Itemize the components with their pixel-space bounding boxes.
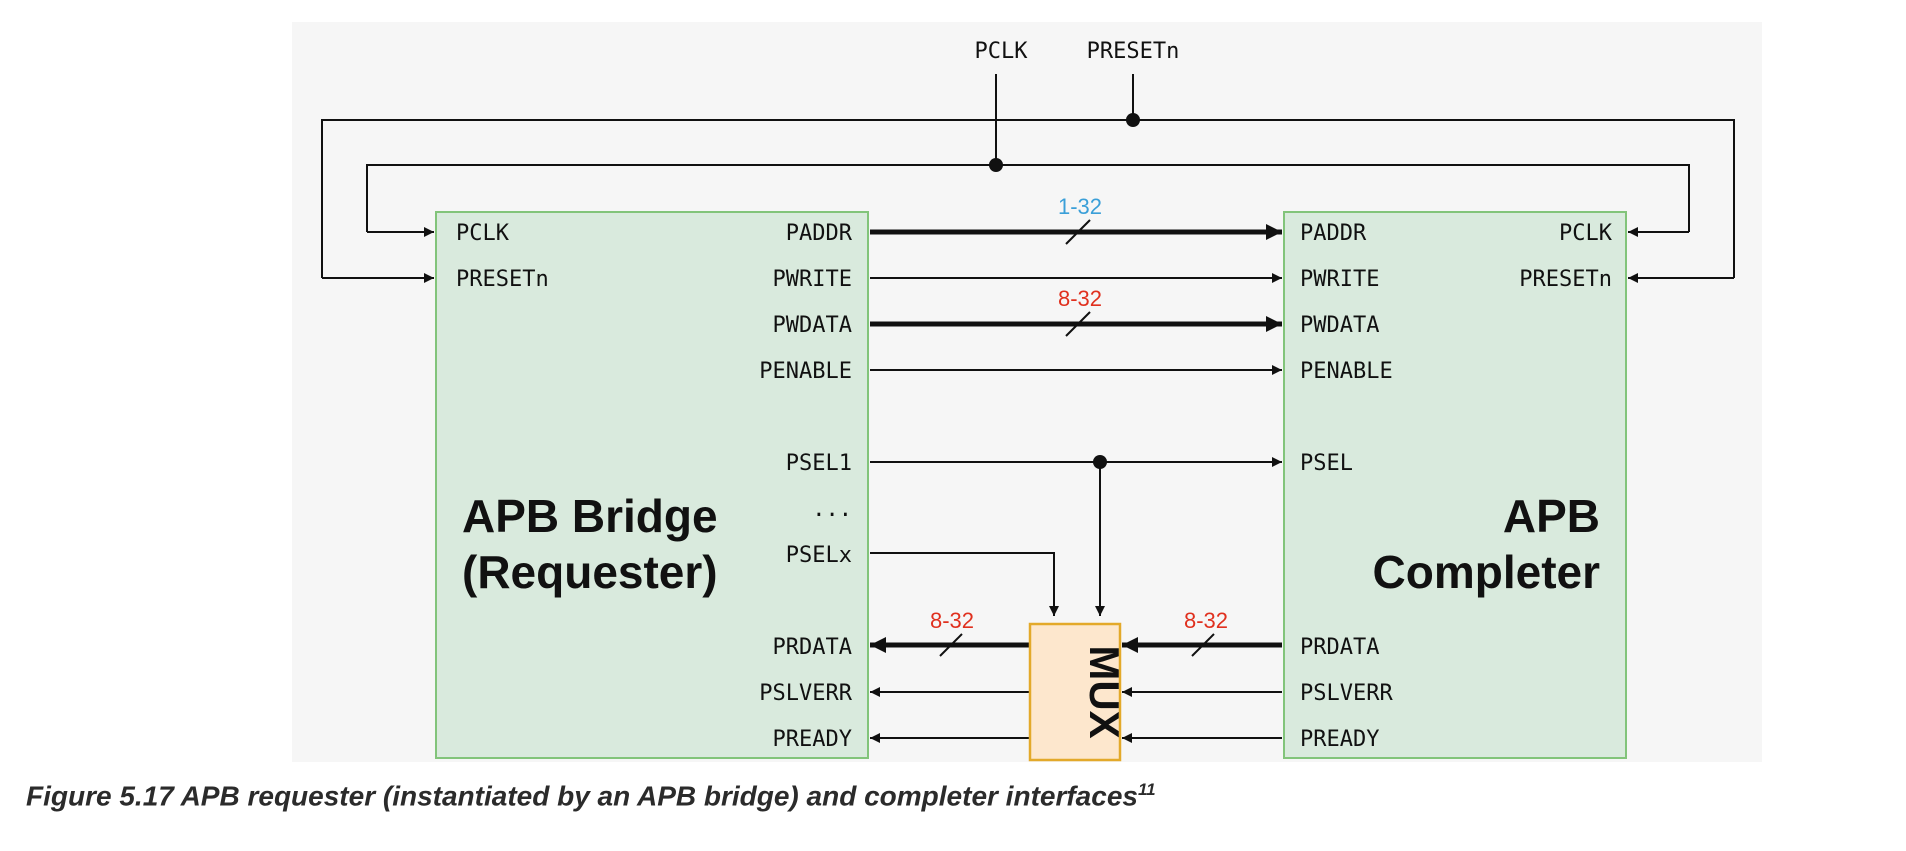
prdata-requester-width-label: 8-32 — [930, 608, 974, 633]
requester-pclk-label: PCLK — [456, 221, 510, 246]
completer-prdata-label: PRDATA — [1300, 635, 1379, 660]
return-signal-wires — [870, 637, 1282, 743]
completer-block-border — [1283, 211, 1627, 759]
completer-block — [1284, 212, 1626, 758]
requester-pselx-label: PSELx — [786, 543, 852, 568]
paddr-width-label: 1-32 — [1058, 194, 1102, 219]
requester-paddr-label: PADDR — [786, 221, 853, 246]
completer-psel-label: PSEL — [1300, 451, 1353, 476]
completer-paddr-label: PADDR — [1300, 221, 1367, 246]
requester-block — [436, 212, 868, 758]
requester-block-border — [435, 211, 869, 759]
mux-block — [1030, 624, 1120, 760]
figure-caption: Figure 5.17 APB requester (instantiated … — [26, 780, 1156, 812]
pclk-junction-dot — [989, 158, 1003, 172]
requester-prdata-label: PRDATA — [773, 635, 852, 660]
psel-junction-dot — [1093, 455, 1107, 469]
requester-pwdata-label: PWDATA — [773, 313, 852, 338]
requester-penable-label: PENABLE — [759, 359, 852, 384]
mux-label: MUX — [1081, 645, 1128, 738]
forward-signal-wires — [870, 224, 1282, 616]
top-pclk-label: PCLK — [975, 39, 1029, 64]
mux-block-border — [1028, 622, 1122, 762]
completer-presetn-label: PRESETn — [1519, 267, 1612, 292]
requester-pready-label: PREADY — [773, 727, 852, 752]
requester-ellipsis-label: ... — [812, 497, 852, 522]
pselx-to-mux-wire — [870, 552, 1059, 616]
requester-presetn-label: PRESETn — [456, 267, 549, 292]
completer-pclk-label: PCLK — [1559, 221, 1613, 246]
pwdata-width-label: 8-32 — [1058, 286, 1102, 311]
requester-psel1-label: PSEL1 — [786, 451, 852, 476]
completer-title-line2: Completer — [1373, 546, 1601, 598]
requester-title-line2: (Requester) — [462, 546, 718, 598]
clock-reset-wiring — [321, 74, 1735, 283]
requester-title-line1: APB Bridge — [462, 490, 718, 542]
top-presetn-label: PRESETn — [1087, 39, 1180, 64]
figure-caption-text: Figure 5.17 APB requester (instantiated … — [26, 780, 1138, 812]
completer-title-line1: APB — [1503, 490, 1600, 542]
prdata-completer-width-label: 8-32 — [1184, 608, 1228, 633]
requester-pwrite-label: PWRITE — [773, 267, 852, 292]
completer-pslverr-label: PSLVERR — [1300, 681, 1393, 706]
completer-pready-label: PREADY — [1300, 727, 1379, 752]
completer-penable-label: PENABLE — [1300, 359, 1393, 384]
figure-caption-footnote: 11 — [1137, 780, 1156, 799]
completer-pwrite-label: PWRITE — [1300, 267, 1379, 292]
presetn-junction-dot — [1126, 113, 1140, 127]
requester-pslverr-label: PSLVERR — [759, 681, 852, 706]
completer-pwdata-label: PWDATA — [1300, 313, 1379, 338]
